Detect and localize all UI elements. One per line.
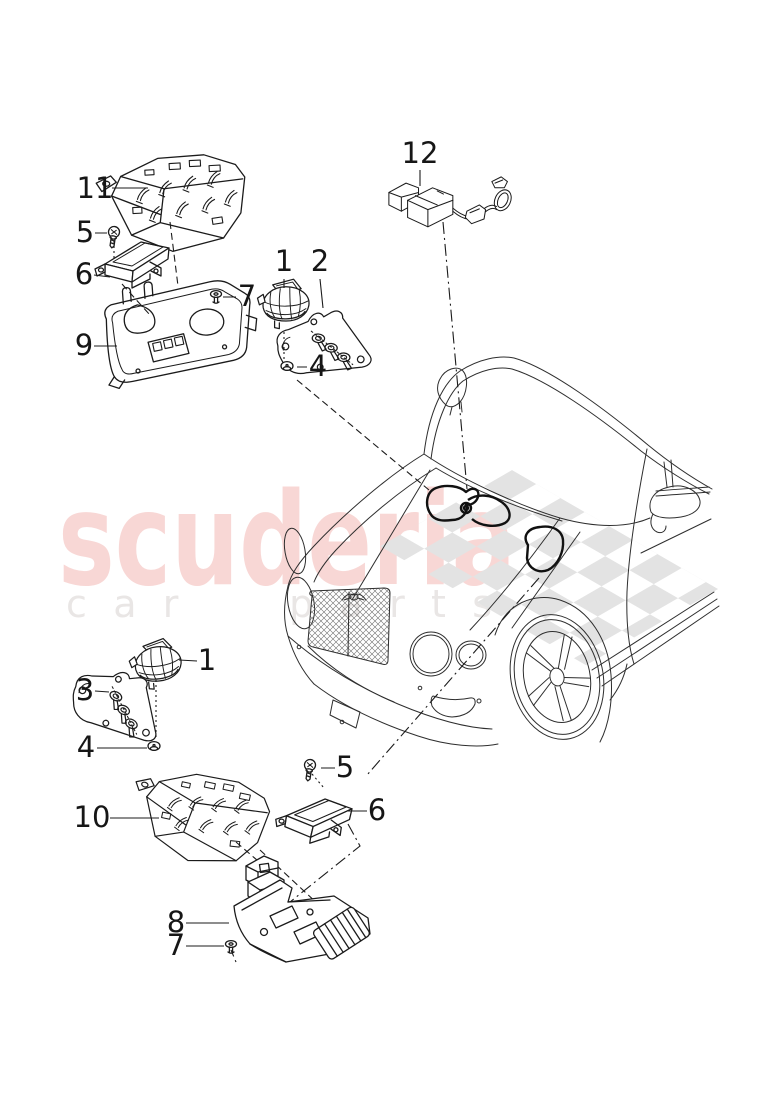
screw-5-top-drawing <box>105 225 121 250</box>
control-unit-6-bottom-drawing <box>272 791 354 850</box>
callout-6-top[interactable]: 6 <box>75 257 93 291</box>
callout-12[interactable]: 12 <box>402 136 439 170</box>
checkered-flag-watermark <box>380 469 719 666</box>
screw-5-bottom-drawing <box>301 758 317 783</box>
callout-5-bottom[interactable]: 5 <box>336 750 354 784</box>
bracket-8-assembly-drawing <box>233 855 371 963</box>
relay-carrier-10-drawing <box>118 752 275 880</box>
watermark-subtitle-text: car parts <box>66 582 518 626</box>
car-line-art <box>283 356 720 747</box>
callout-6-bottom[interactable]: 6 <box>368 793 386 827</box>
push-nut-4-bottom-drawing <box>147 740 161 752</box>
front-wheel <box>509 614 605 740</box>
tilt-sensor-12-drawing <box>388 176 512 228</box>
callout-4-bottom[interactable]: 4 <box>77 730 95 764</box>
callout-8[interactable]: 8 <box>167 905 185 939</box>
callout-9[interactable]: 9 <box>75 328 93 362</box>
callout-10[interactable]: 10 <box>74 800 111 834</box>
control-unit-6-top-drawing <box>94 241 170 289</box>
alarm-siren-1-top-drawing <box>256 278 310 330</box>
callouts: 11 5 6 7 9 1 2 4 12 1 3 4 10 5 6 8 7 <box>74 136 439 962</box>
callout-1-bottom[interactable]: 1 <box>198 643 216 677</box>
callout-4-top[interactable]: 4 <box>309 349 327 383</box>
push-nut-4-top-drawing <box>280 360 294 372</box>
callout-2[interactable]: 2 <box>311 244 329 278</box>
callout-3[interactable]: 3 <box>76 673 94 707</box>
callout-11[interactable]: 11 <box>77 171 114 205</box>
watermark: scuderia car parts <box>58 466 719 666</box>
callout-7-top[interactable]: 7 <box>238 279 256 313</box>
mounting-location-outlines <box>425 484 565 573</box>
callout-5-top[interactable]: 5 <box>76 215 94 249</box>
callout-1-top[interactable]: 1 <box>275 244 293 278</box>
callout-7-bottom[interactable]: 7 <box>167 928 185 962</box>
leader-lines <box>296 221 540 776</box>
